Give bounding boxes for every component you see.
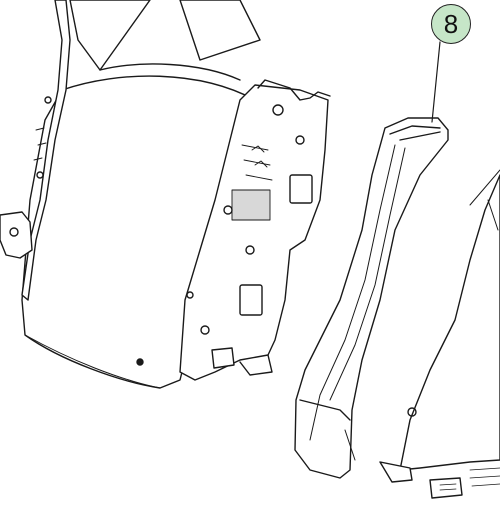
right-seat-part xyxy=(379,169,500,499)
callout-number-8: 8 xyxy=(431,4,471,44)
side-trim-panel xyxy=(294,117,449,479)
callout-leader-line xyxy=(431,41,441,123)
left-frame-bracket xyxy=(0,0,71,301)
mounting-bracket xyxy=(179,79,331,381)
callout-label: 8 xyxy=(443,9,459,39)
